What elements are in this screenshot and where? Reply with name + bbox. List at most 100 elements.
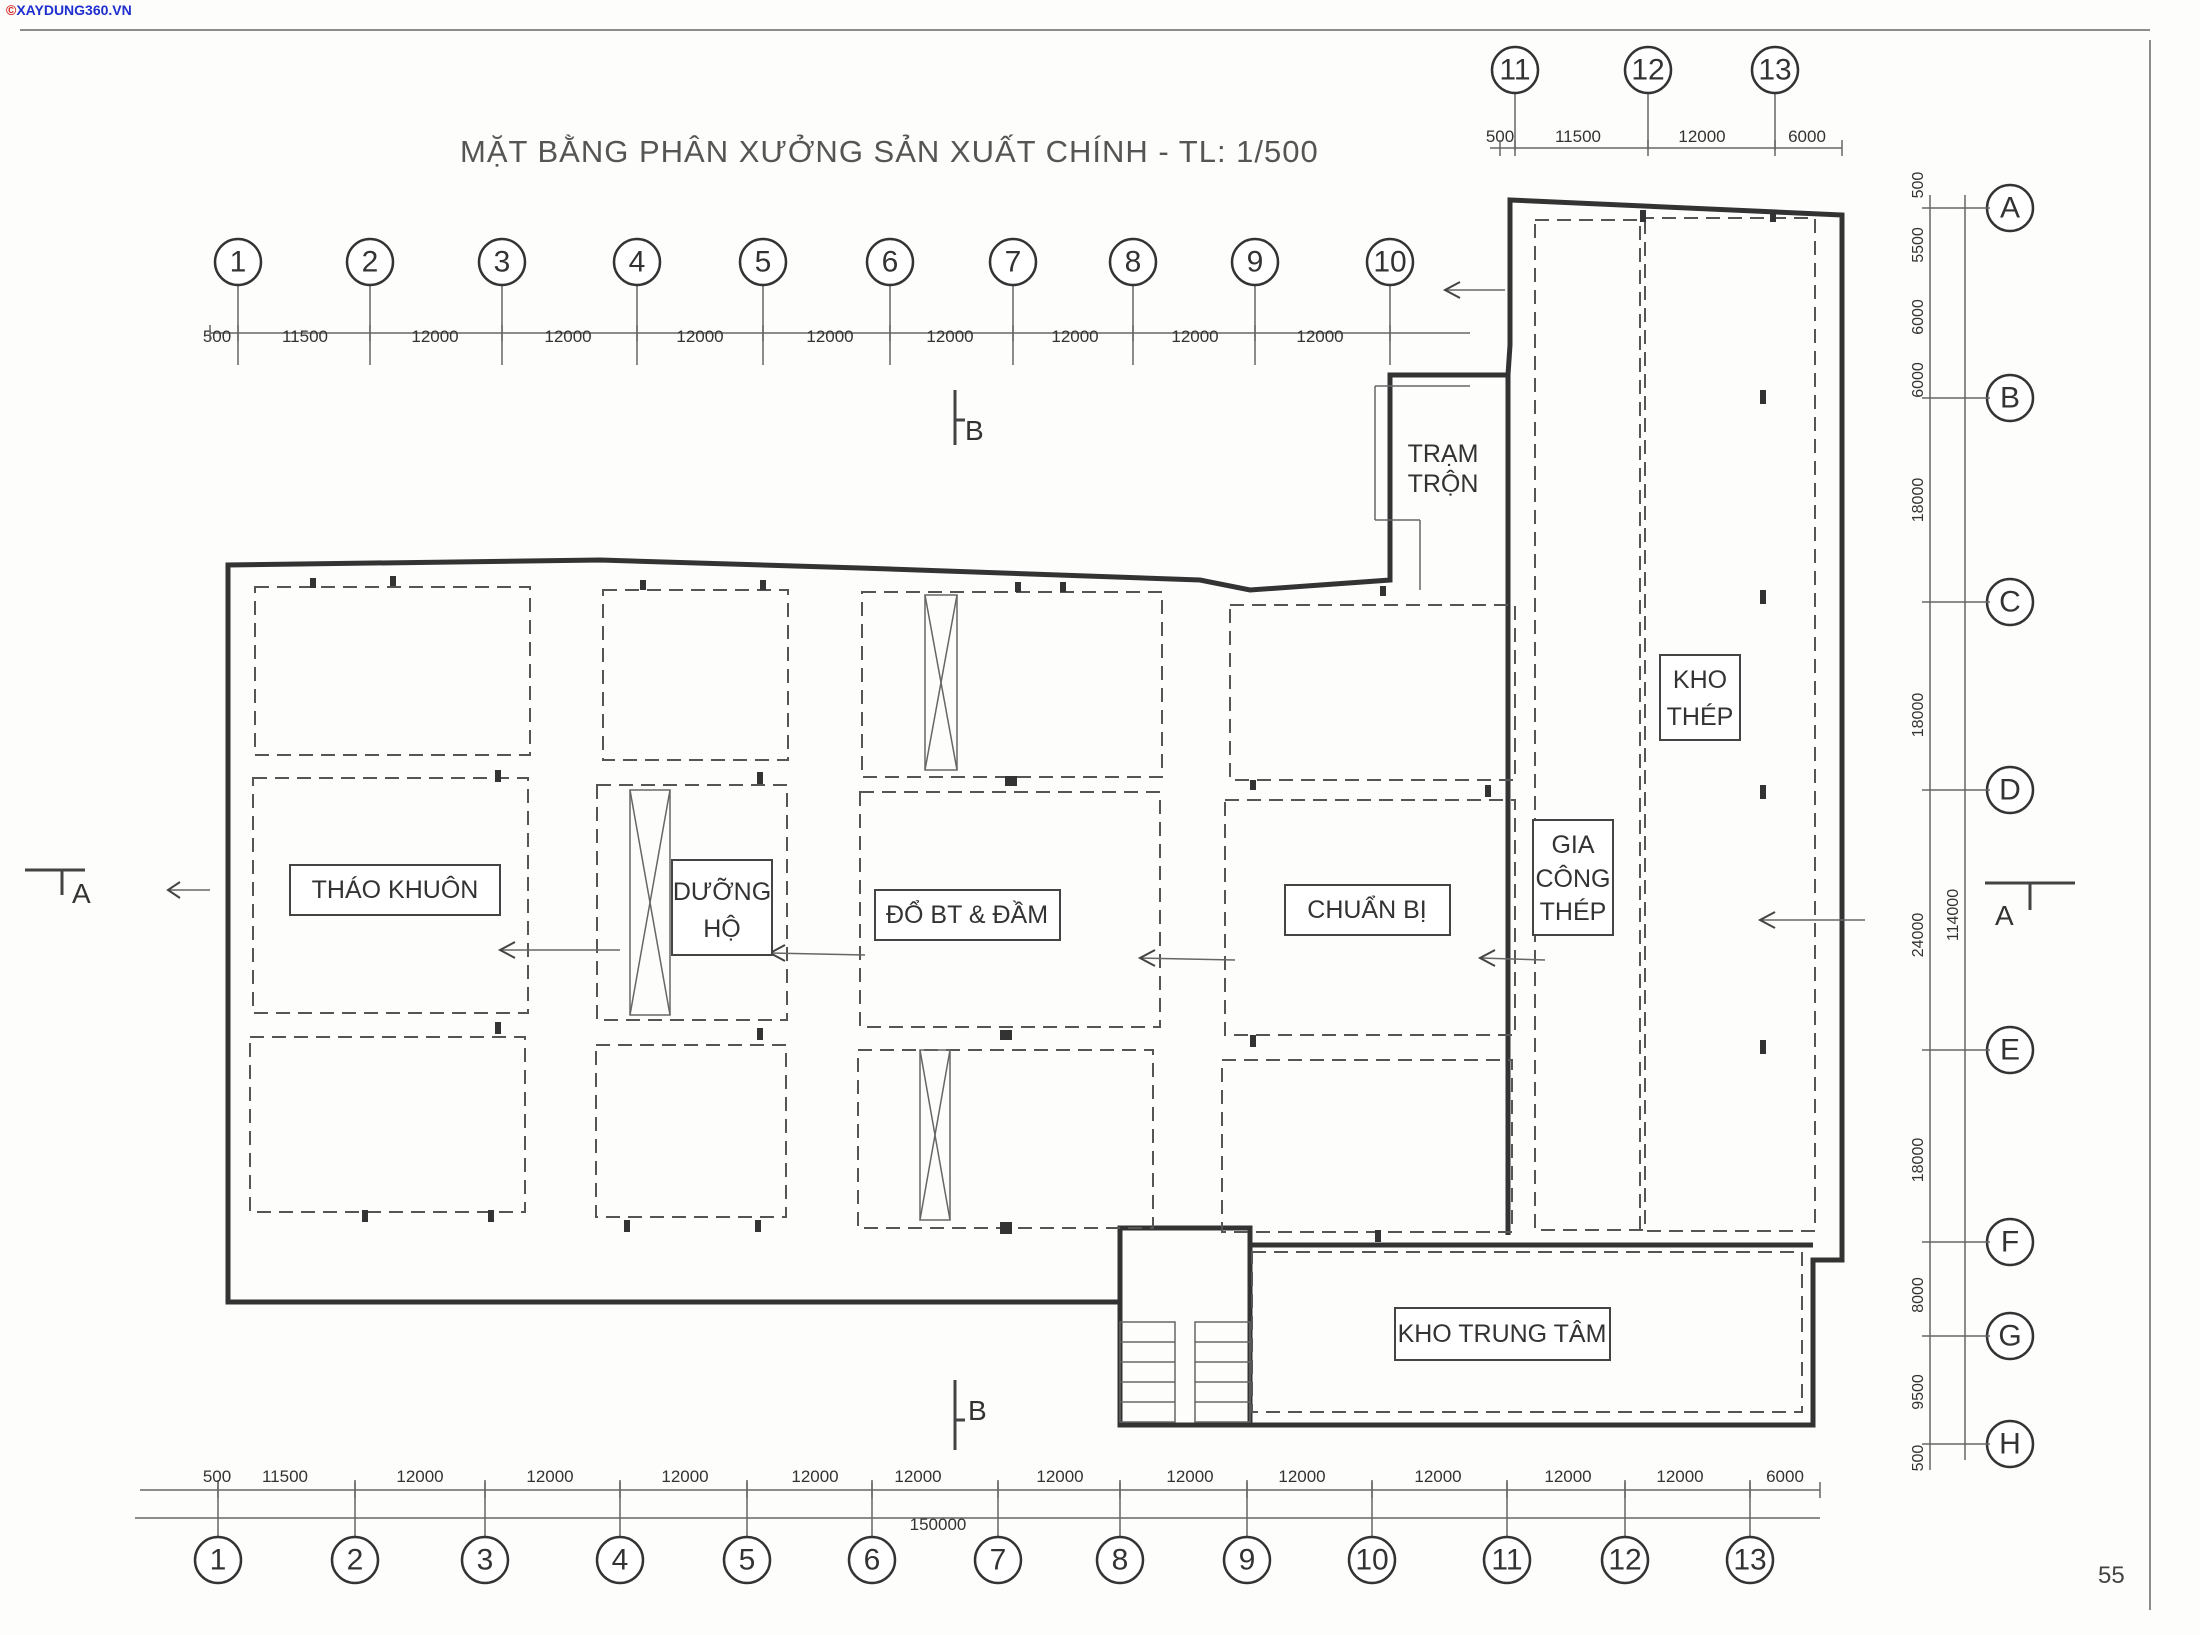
flow-arrows xyxy=(166,281,1865,967)
axis-bubble-bottom-4: 4 xyxy=(595,1480,645,1585)
axis-bubble-top-8: 8 xyxy=(1108,237,1158,365)
dimension-label: 500 xyxy=(203,327,231,346)
axis-label: 5 xyxy=(755,246,772,279)
room-label: KHO xyxy=(1673,666,1727,694)
axis-label: 3 xyxy=(494,246,511,279)
dimension-label: 500 xyxy=(1910,1445,1927,1472)
axis-label: 8 xyxy=(1125,246,1142,279)
section-marker-b-top: B xyxy=(953,390,984,446)
dimension-label: 150000 xyxy=(910,1515,967,1534)
dimension-label: 12000 xyxy=(1544,1467,1591,1486)
dimension-label: 12000 xyxy=(791,1467,838,1486)
axis-bubble-top-5: 5 xyxy=(738,237,788,365)
axis-bubble-row-E: E xyxy=(1985,1025,2035,1075)
section-marker-a-right: A xyxy=(1985,881,2075,931)
watermark: ©XAYDUNG360.VN xyxy=(6,2,132,18)
dimension-label: 24000 xyxy=(1910,913,1927,958)
axis-bubble-row-D: D xyxy=(1985,765,2035,815)
room-label: THÉP xyxy=(1540,897,1607,926)
dimension-label: 11500 xyxy=(262,1467,308,1486)
dimension-label: 12000 xyxy=(1171,327,1218,346)
axis-label: 4 xyxy=(612,1544,629,1577)
room-label: THÁO KHUÔN xyxy=(312,875,479,904)
dimension-label: 6000 xyxy=(1788,127,1826,146)
axis-bubble-row-A: A xyxy=(1985,183,2035,233)
axis-label: 6 xyxy=(882,246,899,279)
dimension-label: 12000 xyxy=(1051,327,1098,346)
axis-bubble-top-11: 11 xyxy=(1490,45,1540,150)
dimension-label: 114000 xyxy=(1945,889,1962,941)
dimension-label: 12000 xyxy=(544,327,591,346)
axis-label: 11 xyxy=(1491,1544,1522,1577)
dimension-label: 11500 xyxy=(282,327,328,346)
page-number: 55 xyxy=(2098,1562,2125,1589)
dimension-label: 12000 xyxy=(1414,1467,1461,1486)
axis-label: 12 xyxy=(1608,1544,1641,1577)
axis-label: 10 xyxy=(1355,1544,1388,1577)
dimension-label: 12000 xyxy=(926,327,973,346)
section-marker-a-left: A xyxy=(25,868,91,909)
dimension-label: 5500 xyxy=(1910,227,1927,263)
axis-label: 8 xyxy=(1112,1544,1129,1577)
axis-label: 11 xyxy=(1499,54,1530,87)
axis-label: C xyxy=(1999,586,2021,619)
section-marker-b-bottom: B xyxy=(953,1380,987,1450)
axis-label: 1 xyxy=(210,1544,227,1577)
room-label: TRỘN xyxy=(1408,469,1479,498)
axis-label: E xyxy=(2000,1034,2020,1067)
axis-bubble-top-3: 3 xyxy=(477,237,527,365)
dimension-label: 12000 xyxy=(1278,1467,1325,1486)
axis-label: 6 xyxy=(864,1544,881,1577)
section-label: B xyxy=(965,415,984,446)
axis-label: G xyxy=(1998,1320,2021,1353)
dimension-label: 500 xyxy=(203,1467,231,1486)
dimension-label: 12000 xyxy=(661,1467,708,1486)
dimension-label: 500 xyxy=(1486,127,1514,146)
axis-label: H xyxy=(1999,1428,2021,1461)
axis-bubble-top-9: 9 xyxy=(1230,237,1280,365)
dimension-label: 11500 xyxy=(1555,127,1601,146)
room-label: THÉP xyxy=(1667,702,1734,731)
columns xyxy=(310,210,1776,1242)
room-thao-khuon: THÁO KHUÔN xyxy=(289,864,501,916)
axis-bubble-top-6: 6 xyxy=(865,237,915,365)
axis-label: B xyxy=(2000,382,2020,415)
axis-bubble-top-1: 1 xyxy=(213,237,263,365)
axis-label: A xyxy=(2000,192,2020,225)
axis-label: 13 xyxy=(1758,54,1791,87)
dimension-label: 12000 xyxy=(1036,1467,1083,1486)
hatched-voids xyxy=(629,594,958,1221)
axis-bubble-row-H: H xyxy=(1985,1419,2035,1469)
dimension-label: 12000 xyxy=(396,1467,443,1486)
axis-label: 5 xyxy=(739,1544,756,1577)
axis-label: 13 xyxy=(1733,1544,1766,1577)
axis-bubble-bottom-5: 5 xyxy=(722,1480,772,1585)
dimension-label: 6000 xyxy=(1910,362,1927,398)
axis-bubble-top-12: 12 xyxy=(1623,45,1673,150)
dimension-label: 12000 xyxy=(894,1467,941,1486)
dimension-label: 12000 xyxy=(1656,1467,1703,1486)
room-label: CHUẨN BỊ xyxy=(1307,895,1426,924)
dimension-label: 12000 xyxy=(411,327,458,346)
axis-label: 3 xyxy=(477,1544,494,1577)
axis-label: 12 xyxy=(1631,54,1664,87)
drawing-title: MẶT BẰNG PHÂN XƯỞNG SẢN XUẤT CHÍNH - TL:… xyxy=(460,133,1319,169)
axis-bubble-top-2: 2 xyxy=(345,237,395,365)
axis-label: D xyxy=(1999,774,2021,807)
dimension-label: 12000 xyxy=(1166,1467,1213,1486)
room-gia-cong-thep: GIA CÔNG THÉP xyxy=(1532,819,1614,936)
axis-bubble-row-F: F xyxy=(1985,1217,2035,1267)
dimension-label: 12000 xyxy=(806,327,853,346)
stairs xyxy=(1119,1321,1251,1423)
axis-label: 1 xyxy=(230,246,247,279)
room-label: TRẠM xyxy=(1408,440,1479,468)
axis-label: 4 xyxy=(629,246,646,279)
dimension-label: 18000 xyxy=(1910,478,1927,523)
dimension-label: 12000 xyxy=(1296,327,1343,346)
axis-bubble-bottom-9: 9 xyxy=(1222,1480,1272,1585)
axis-label: F xyxy=(2001,1226,2019,1259)
axis-label: 9 xyxy=(1247,246,1264,279)
room-label: KHO TRUNG TÂM xyxy=(1398,1319,1607,1348)
